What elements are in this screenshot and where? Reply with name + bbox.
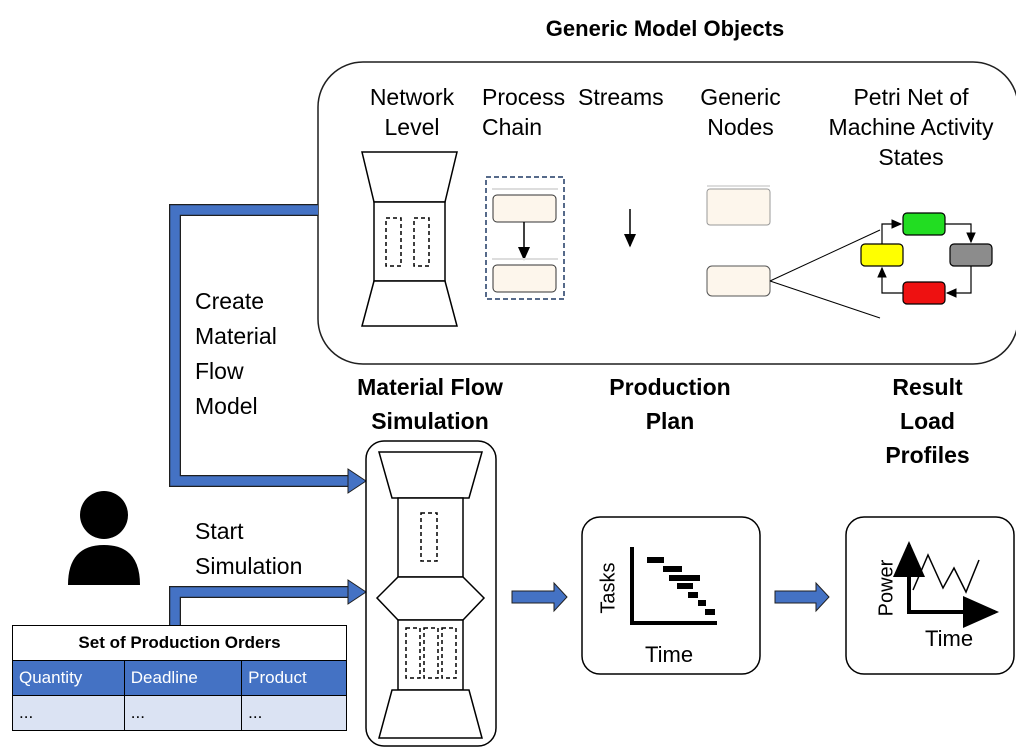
petri-state-yellow — [860, 243, 904, 267]
create-model-text: Create Material Flow Model — [195, 288, 277, 419]
load-profiles-heading: Result Load Profiles — [840, 370, 1015, 472]
production-plan-heading-text: Production Plan — [609, 374, 731, 434]
simulation-model-shape — [375, 451, 486, 739]
petri-state-gray — [949, 243, 993, 267]
power-chart — [893, 541, 999, 628]
table-row: ... ... ... — [12, 695, 347, 731]
petri-net-label: Petri Net of Machine Activity States — [806, 82, 1016, 172]
production-plan-frame — [581, 516, 761, 675]
create-model-arrowhead — [347, 468, 367, 494]
arrow-to-load-profiles — [774, 581, 830, 613]
simulation-heading: Material Flow Simulation — [335, 370, 525, 438]
production-plan-heading: Production Plan — [575, 370, 765, 438]
load-profile-frame — [845, 516, 1015, 675]
generic-nodes-text: Generic Nodes — [700, 84, 781, 140]
gantt-x-label: Time — [645, 642, 694, 667]
start-simulation-label: Start Simulation — [195, 514, 302, 584]
start-simulation-arrowhead — [347, 579, 367, 605]
orders-cell: ... — [241, 695, 347, 731]
process-chain-shape — [485, 176, 565, 300]
petri-state-green — [902, 212, 946, 236]
orders-column-quantity: Quantity — [12, 660, 125, 696]
generic-nodes-label: Generic Nodes — [688, 82, 793, 142]
process-chain-text: Process Chain — [482, 84, 566, 140]
power-x-label: Time — [925, 626, 974, 651]
streams-label: Streams — [578, 84, 664, 110]
orders-cell: ... — [123, 695, 243, 731]
orders-table-title: Set of Production Orders — [12, 625, 347, 661]
process-chain-label: Process Chain — [482, 82, 582, 142]
power-y-label: Power — [875, 559, 898, 617]
create-model-connector — [169, 204, 355, 487]
petri-net — [860, 212, 993, 305]
start-simulation-text: Start Simulation — [195, 518, 303, 579]
gantt-chart — [630, 547, 717, 625]
create-model-label: Create Material Flow Model — [195, 284, 277, 424]
load-profiles-heading-text: Result Load Profiles — [885, 374, 970, 468]
production-orders-table: Set of Production Orders Quantity Deadli… — [12, 625, 347, 731]
generic-objects-heading: Generic Model Objects — [545, 16, 785, 41]
gantt-y-label: Tasks — [597, 562, 620, 614]
petri-net-text: Petri Net of Machine Activity States — [828, 84, 994, 170]
network-level-text: Network Level — [369, 84, 455, 140]
user-icon — [68, 491, 140, 585]
network-level-shape — [361, 151, 458, 327]
start-simulation-connector — [169, 586, 355, 625]
orders-column-product: Product — [241, 660, 347, 696]
network-level-label: Network Level — [352, 82, 472, 142]
simulation-heading-text: Material Flow Simulation — [357, 374, 503, 434]
orders-column-deadline: Deadline — [123, 660, 243, 696]
petri-state-red — [902, 281, 946, 305]
generic-node-shapes — [706, 185, 881, 319]
arrow-to-production-plan — [511, 581, 568, 613]
orders-cell: ... — [12, 695, 125, 731]
